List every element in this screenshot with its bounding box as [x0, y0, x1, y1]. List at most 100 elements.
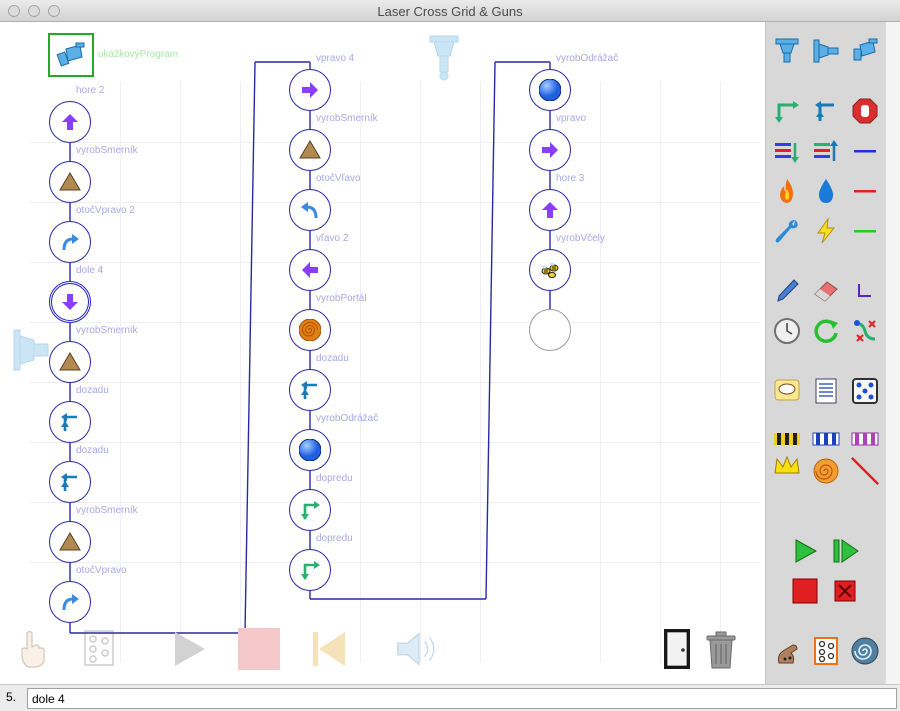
- command-label: vľavo 2: [316, 233, 349, 244]
- command-label: dozadu: [316, 353, 349, 364]
- command-label: vpravo 4: [316, 53, 355, 64]
- wall-blue-tool[interactable]: [811, 424, 841, 454]
- run-program-button[interactable]: [166, 626, 212, 672]
- portal-spiral-icon: [813, 458, 839, 484]
- turn-right-icon: [62, 594, 79, 611]
- crown-tool[interactable]: [772, 452, 802, 482]
- program-flow-icon: [84, 630, 114, 666]
- eraser-tool[interactable]: [811, 276, 841, 306]
- minimize-window-button[interactable]: [28, 5, 40, 17]
- empty-command-slot[interactable]: [529, 309, 571, 351]
- command-node[interactable]: [529, 129, 571, 171]
- command-node[interactable]: [289, 189, 331, 231]
- list-down-tool[interactable]: [772, 136, 802, 166]
- command-label: vyrobVčely: [556, 233, 605, 244]
- command-node[interactable]: [289, 489, 331, 531]
- command-node[interactable]: [49, 581, 91, 623]
- stop-program-button[interactable]: [236, 626, 282, 672]
- gun-right-tool[interactable]: [811, 36, 841, 66]
- laser-gun-down-faded-icon: [429, 35, 459, 81]
- path-tool[interactable]: [850, 316, 880, 346]
- wrench-tool[interactable]: [772, 216, 802, 246]
- portal-tool[interactable]: [811, 456, 841, 486]
- program-builder-button[interactable]: [76, 626, 122, 672]
- command-label: dopredu: [316, 533, 353, 544]
- grid-line: [180, 82, 181, 662]
- vortex-tool[interactable]: [850, 636, 880, 666]
- dice-tool[interactable]: [850, 376, 880, 406]
- repeat-tool[interactable]: [811, 316, 841, 346]
- step-button[interactable]: [830, 536, 860, 566]
- command-node[interactable]: [49, 161, 91, 203]
- document-tool[interactable]: [811, 376, 841, 406]
- command-node[interactable]: [289, 369, 331, 411]
- timer-tool[interactable]: [772, 316, 802, 346]
- repeat-arrow-icon: [814, 319, 838, 343]
- red-diagonal-tool[interactable]: [850, 456, 880, 486]
- fire-tool[interactable]: [772, 176, 802, 206]
- command-node[interactable]: [529, 249, 571, 291]
- mirror-back-icon: [301, 381, 317, 399]
- command-node[interactable]: [289, 69, 331, 111]
- laser-gun-down-icon: [775, 38, 799, 63]
- command-node[interactable]: [49, 401, 91, 443]
- pen-tool[interactable]: [772, 276, 802, 306]
- command-node[interactable]: [289, 549, 331, 591]
- wall-yellow-tool[interactable]: [772, 424, 802, 454]
- command-node[interactable]: [49, 521, 91, 563]
- mirror-back-tool[interactable]: [811, 96, 841, 126]
- command-node[interactable]: [49, 281, 91, 323]
- red-line-tool[interactable]: [850, 176, 880, 206]
- program-name: ukážkovýProgram: [98, 49, 179, 60]
- robot-tool[interactable]: [772, 638, 802, 668]
- message-tool[interactable]: [772, 376, 802, 406]
- command-node[interactable]: [49, 101, 91, 143]
- sphere-icon: [539, 79, 561, 101]
- command-node[interactable]: [49, 461, 91, 503]
- colored-list-down-icon: [775, 143, 799, 163]
- command-node[interactable]: [49, 221, 91, 263]
- command-node[interactable]: [49, 341, 91, 383]
- clear-button[interactable]: [830, 576, 860, 606]
- program-gun-icon[interactable]: [48, 33, 94, 77]
- gun-down-tool[interactable]: [772, 36, 802, 66]
- command-bar: 5.: [0, 684, 900, 711]
- hand-tool-button[interactable]: [8, 626, 54, 672]
- command-node[interactable]: [289, 129, 331, 171]
- command-node[interactable]: [289, 309, 331, 351]
- command-input[interactable]: [27, 688, 897, 709]
- mirror-forward-tool[interactable]: [772, 96, 802, 126]
- zoom-window-button[interactable]: [48, 5, 60, 17]
- stop-button[interactable]: [790, 576, 820, 606]
- pyramid-icon: [59, 172, 81, 191]
- grid-line: [360, 82, 361, 662]
- wall-purple-tool[interactable]: [850, 424, 880, 454]
- water-tool[interactable]: [811, 176, 841, 206]
- command-node[interactable]: [289, 249, 331, 291]
- wrench-icon: [775, 220, 798, 243]
- arrow-right-icon: [302, 82, 318, 98]
- list-up-tool[interactable]: [811, 136, 841, 166]
- program-tool[interactable]: [811, 636, 841, 666]
- stop-sign-tool[interactable]: [850, 96, 880, 126]
- sound-toggle-button[interactable]: [394, 626, 440, 672]
- trash-button[interactable]: [698, 626, 744, 672]
- command-node[interactable]: [529, 189, 571, 231]
- water-drop-icon: [818, 179, 834, 203]
- blue-line-tool[interactable]: [850, 136, 880, 166]
- rewind-button[interactable]: [306, 626, 352, 672]
- green-line-tool[interactable]: [850, 216, 880, 246]
- pyramid-icon: [59, 352, 81, 371]
- corner-tool[interactable]: [850, 276, 880, 306]
- play-button[interactable]: [790, 536, 820, 566]
- exit-door-button[interactable]: [654, 626, 700, 672]
- command-label: vyrobOdrážač: [556, 53, 619, 64]
- palette-scrollbar[interactable]: [885, 22, 900, 684]
- close-window-button[interactable]: [8, 5, 20, 17]
- gun-diagonal-tool[interactable]: [850, 36, 880, 66]
- command-node[interactable]: [289, 429, 331, 471]
- mirror-back-icon: [61, 413, 77, 431]
- command-node[interactable]: [529, 69, 571, 111]
- lightning-tool[interactable]: [811, 216, 841, 246]
